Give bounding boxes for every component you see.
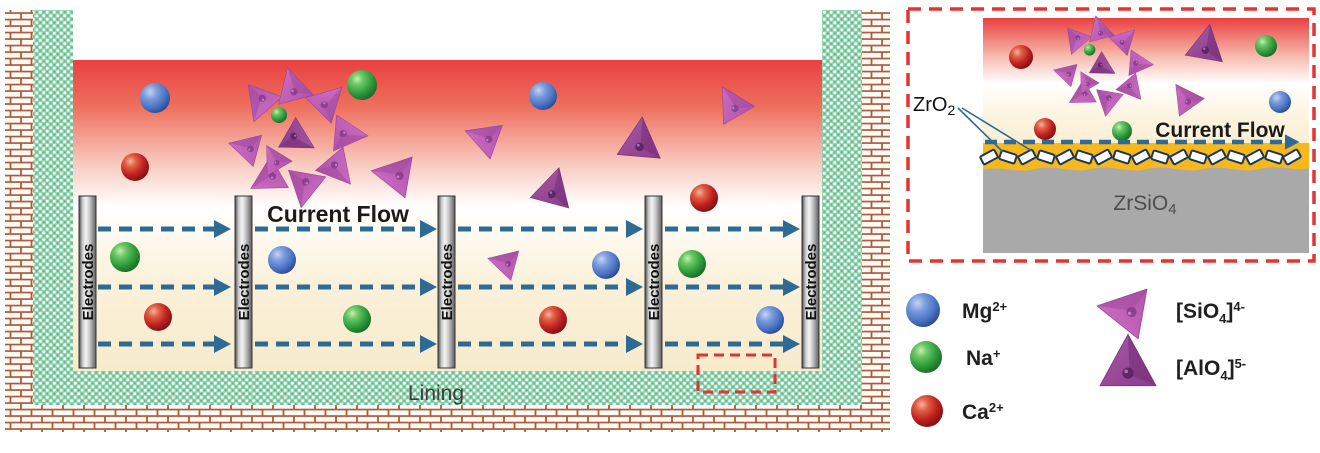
zrsio4-refractory (983, 167, 1309, 253)
lining-right (822, 10, 862, 405)
electrode-1: Electrodes (78, 195, 97, 369)
ca-ion (539, 306, 567, 334)
ca-ion-icon (911, 395, 943, 427)
electrode-label: Electrodes (646, 244, 663, 321)
electrode-label: Electrodes (439, 244, 456, 321)
na-ion (347, 70, 377, 100)
legend-label-mg: Mg2+ (962, 299, 1008, 323)
na-ion (343, 305, 371, 333)
current-flow-title: Current Flow (267, 201, 409, 227)
legend-item-na: Na+ (910, 341, 1001, 373)
mg-ion (140, 83, 170, 113)
electrode-3: Electrodes (437, 195, 456, 369)
mg-ion (1269, 91, 1291, 113)
zro2-label: ZrO2 (913, 94, 955, 118)
inset-panel: Current Flow ZrO2 ZrSiO4 (906, 7, 1316, 263)
mg-ion (592, 251, 620, 279)
electrode-2: Electrodes (234, 195, 253, 369)
ca-ion (121, 153, 149, 181)
legend: Mg2+ Na+ Ca2+ [SiO4]4- [AlO4]5- (906, 280, 1246, 427)
legend-label-alo4: [AlO4]5- (1176, 356, 1246, 383)
legend-label-sio4: [SiO4]4- (1176, 299, 1245, 326)
legend-label-ca: Ca2+ (962, 400, 1004, 424)
electrode-label: Electrodes (803, 244, 820, 321)
zro2-crystals (979, 148, 1302, 166)
na-ion (1255, 35, 1277, 57)
na-ion (1112, 121, 1132, 141)
zro2-pointer-lines (957, 107, 1033, 153)
na-ion-icon (910, 341, 942, 373)
lining-bottom (33, 371, 862, 405)
alo4-tetrahedron-icon (1099, 333, 1157, 387)
inset-current-flow-title: Current Flow (1155, 119, 1285, 142)
zoom-highlight-box (696, 353, 777, 394)
legend-item-mg: Mg2+ (906, 293, 1008, 327)
mg-ion (268, 246, 296, 274)
electrode-5: Electrodes (801, 195, 820, 369)
sio4-tetrahedron-icon (1091, 280, 1148, 340)
legend-item-sio4: [SiO4]4- (1091, 280, 1245, 340)
legend-label-na: Na+ (966, 346, 1001, 370)
electrode-label: Electrodes (236, 244, 253, 321)
brick-wall-bottom (5, 405, 890, 432)
zrsio4-label: ZrSiO4 (1113, 192, 1176, 218)
electrode-label: Electrodes (80, 244, 97, 321)
current-flow-arrows (98, 226, 783, 347)
na-ion (110, 242, 140, 272)
mg-ion (756, 306, 784, 334)
brick-wall-right (862, 10, 890, 432)
na-ion (678, 250, 706, 278)
ca-ion (690, 184, 718, 212)
legend-item-ca: Ca2+ (911, 395, 1004, 427)
lining-label: Lining (408, 382, 464, 405)
legend-item-alo4: [AlO4]5- (1099, 333, 1246, 387)
mg-ion (529, 82, 557, 110)
lining-left (33, 10, 73, 405)
mg-ion-icon (906, 293, 940, 327)
ca-ion (1009, 45, 1033, 69)
brick-wall-left (5, 10, 33, 432)
ca-ion (144, 303, 172, 331)
ca-ion (1034, 118, 1056, 140)
furnace-cross-section: Electrodes Electrodes Electrodes Electro… (5, 10, 890, 432)
electrode-4: Electrodes (644, 195, 663, 369)
